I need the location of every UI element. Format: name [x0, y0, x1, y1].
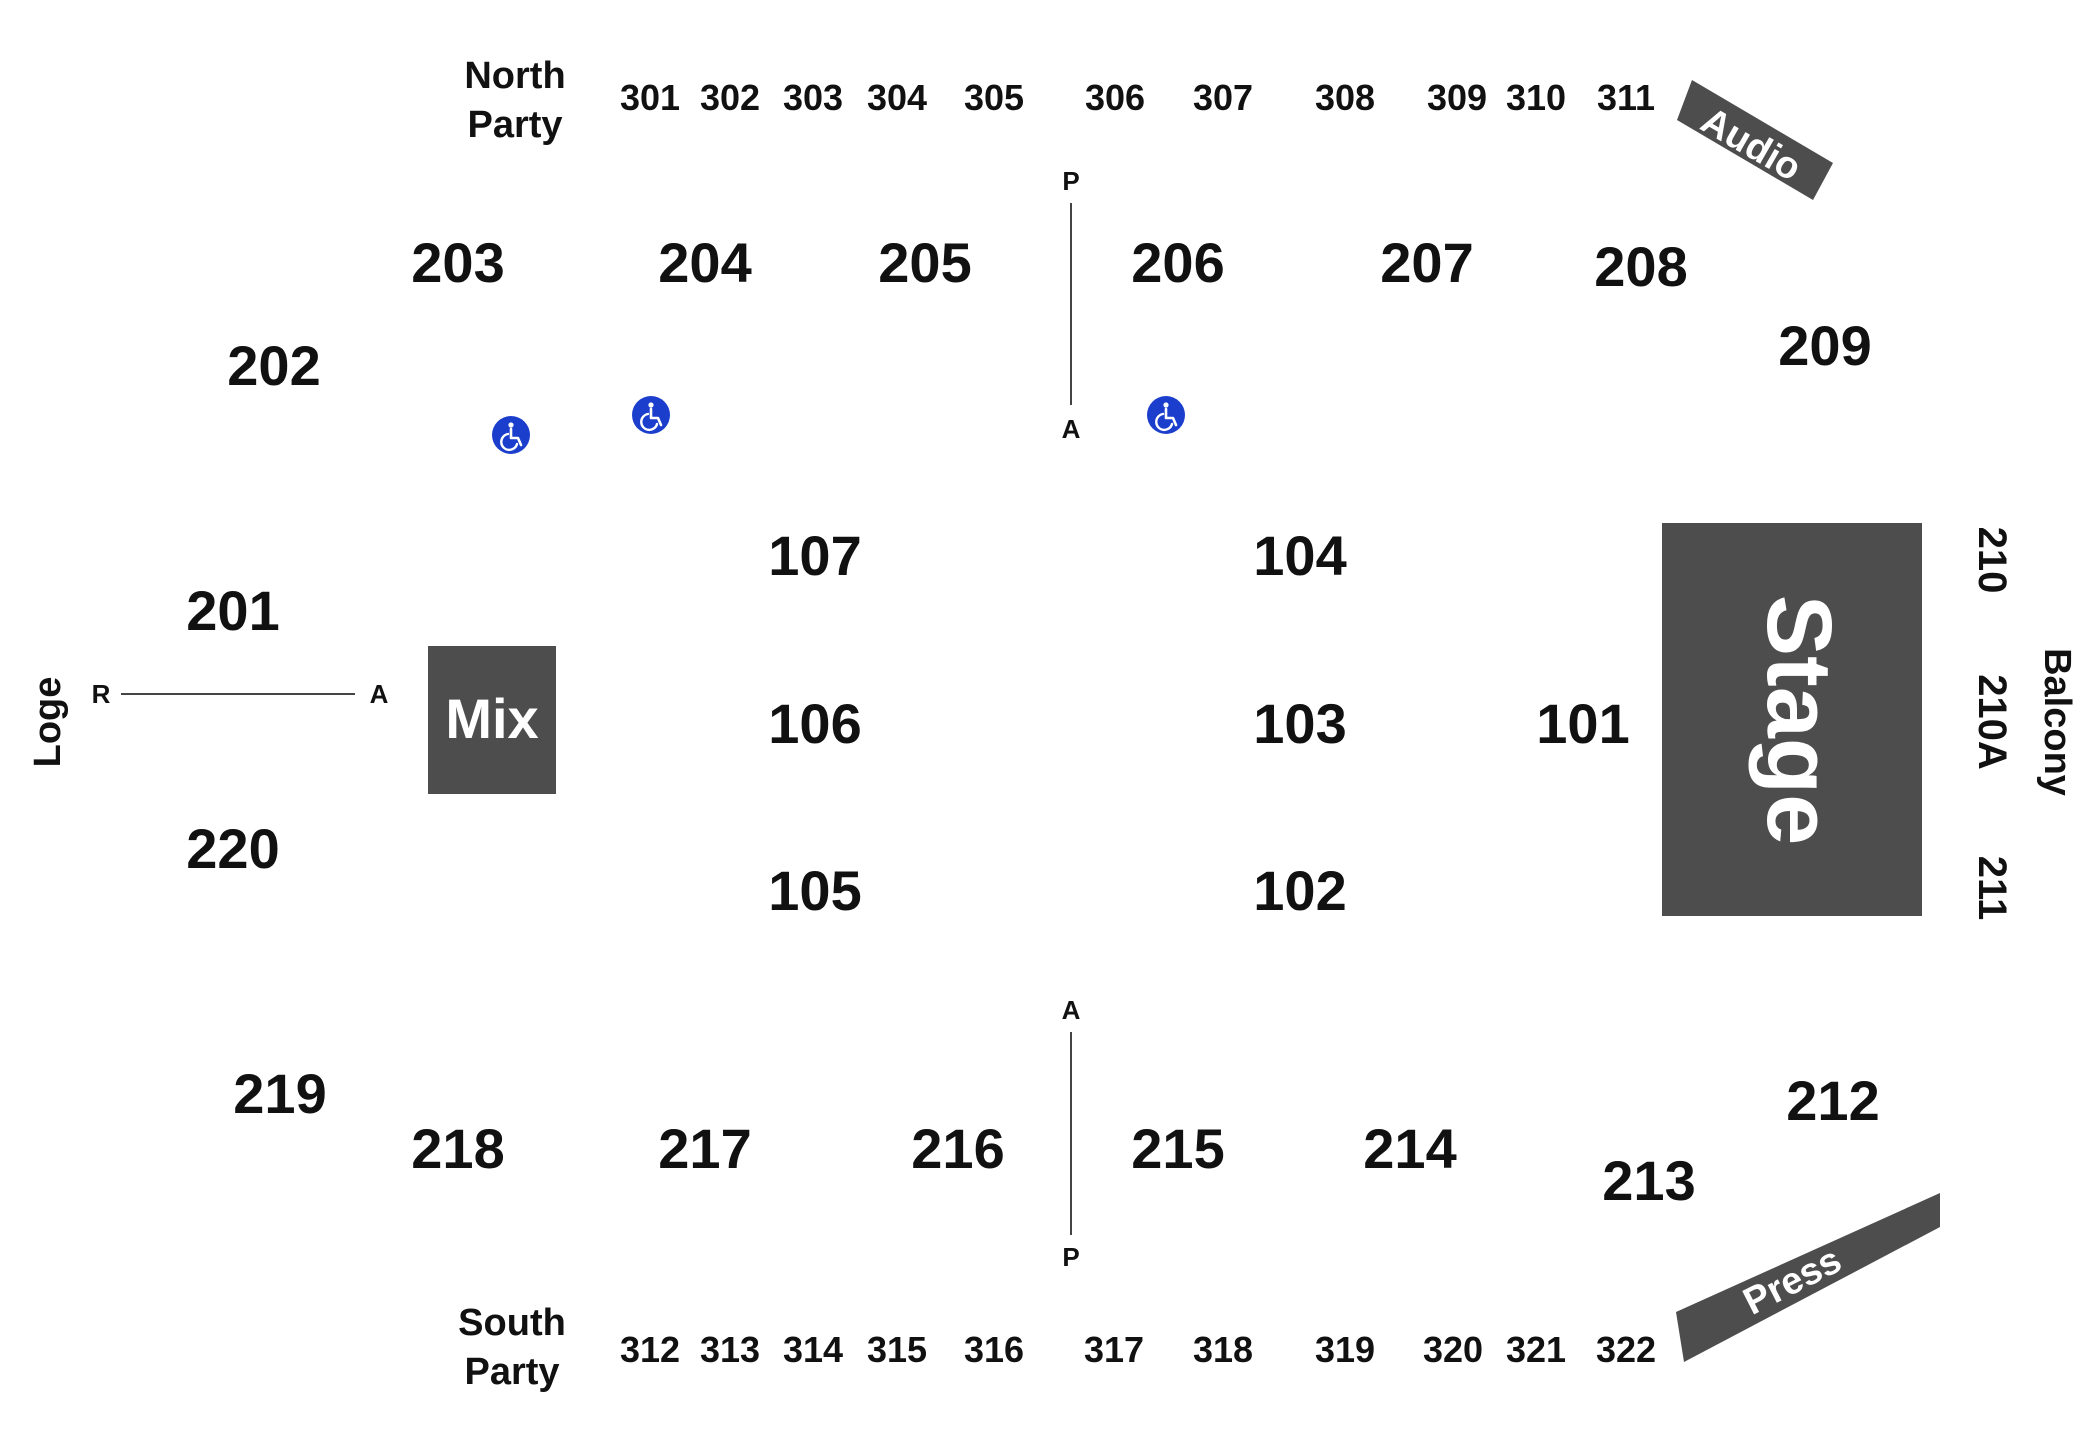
press-block [1676, 1193, 1940, 1362]
section-314[interactable]: 314 [783, 1329, 843, 1370]
stage-block [1662, 523, 1922, 916]
section-312[interactable]: 312 [620, 1329, 680, 1370]
section-207[interactable]: 207 [1380, 231, 1473, 294]
section-307[interactable]: 307 [1193, 77, 1253, 118]
south-party-label-line2: Party [464, 1351, 559, 1393]
wheelchair-icon [1147, 396, 1185, 434]
section-316[interactable]: 316 [964, 1329, 1024, 1370]
section-101[interactable]: 101 [1536, 692, 1629, 755]
loge-aisle-right-marker: A [370, 679, 389, 709]
section-203[interactable]: 203 [411, 231, 504, 294]
section-205[interactable]: 205 [878, 231, 971, 294]
south-party-label-line1: South [458, 1302, 566, 1344]
section-305[interactable]: 305 [964, 77, 1024, 118]
section-320[interactable]: 320 [1423, 1329, 1483, 1370]
section-104[interactable]: 104 [1253, 524, 1346, 587]
north-aisle-bottom-marker: A [1062, 414, 1081, 444]
section-212[interactable]: 212 [1786, 1069, 1879, 1132]
section-301[interactable]: 301 [620, 77, 680, 118]
stage: Stage [1662, 523, 1922, 916]
press-label: Press [1737, 1239, 1848, 1323]
audio-label: Audio [1694, 100, 1808, 190]
wheelchair-icon [632, 396, 670, 434]
section-321[interactable]: 321 [1506, 1329, 1566, 1370]
section-213[interactable]: 213 [1602, 1149, 1695, 1212]
section-218[interactable]: 218 [411, 1117, 504, 1180]
section-317[interactable]: 317 [1084, 1329, 1144, 1370]
balcony-label: Balcony [2036, 648, 2078, 796]
section-322[interactable]: 322 [1596, 1329, 1656, 1370]
south-300-sections: 312 313 314 315 316 317 318 319 320 321 … [620, 1329, 1656, 1370]
section-211[interactable]: 211 [1970, 856, 2014, 921]
section-313[interactable]: 313 [700, 1329, 760, 1370]
section-304[interactable]: 304 [867, 77, 927, 118]
section-318[interactable]: 318 [1193, 1329, 1253, 1370]
section-210a[interactable]: 210A [1970, 674, 2014, 770]
press-box: Press [1676, 1193, 1940, 1362]
section-210[interactable]: 210 [1970, 527, 2014, 594]
north-aisle-top-marker: P [1062, 166, 1079, 196]
section-217[interactable]: 217 [658, 1117, 751, 1180]
section-310[interactable]: 310 [1506, 77, 1566, 118]
mix-label: Mix [445, 687, 538, 750]
section-208[interactable]: 208 [1594, 235, 1687, 298]
section-202[interactable]: 202 [227, 334, 320, 397]
section-106[interactable]: 106 [768, 692, 861, 755]
section-105[interactable]: 105 [768, 859, 861, 922]
north-party-label-line1: North [464, 55, 565, 97]
section-102[interactable]: 102 [1253, 859, 1346, 922]
audio-booth: Audio [1677, 80, 1833, 200]
mix-block [428, 646, 556, 794]
section-215[interactable]: 215 [1131, 1117, 1224, 1180]
section-311[interactable]: 311 [1597, 77, 1655, 118]
section-220[interactable]: 220 [186, 817, 279, 880]
stage-label: Stage [1748, 595, 1850, 846]
section-103[interactable]: 103 [1253, 692, 1346, 755]
audio-block [1677, 80, 1833, 200]
loge-label: Loge [27, 677, 69, 768]
section-219[interactable]: 219 [233, 1062, 326, 1125]
section-308[interactable]: 308 [1315, 77, 1375, 118]
section-319[interactable]: 319 [1315, 1329, 1375, 1370]
section-107[interactable]: 107 [768, 524, 861, 587]
section-204[interactable]: 204 [658, 231, 751, 294]
south-aisle-bottom-marker: P [1062, 1242, 1079, 1272]
section-206[interactable]: 206 [1131, 231, 1224, 294]
section-302[interactable]: 302 [700, 77, 760, 118]
wheelchair-icon [492, 416, 530, 454]
loge-aisle-left-marker: R [92, 679, 111, 709]
north-300-sections: 301 302 303 304 305 306 307 308 309 310 … [620, 77, 1655, 118]
section-209[interactable]: 209 [1778, 314, 1871, 377]
section-216[interactable]: 216 [911, 1117, 1004, 1180]
north-party-label-line2: Party [467, 104, 562, 146]
south-aisle-top-marker: A [1062, 995, 1081, 1025]
mix-position: Mix [428, 646, 556, 794]
section-306[interactable]: 306 [1085, 77, 1145, 118]
section-303[interactable]: 303 [783, 77, 843, 118]
section-201[interactable]: 201 [186, 579, 279, 642]
section-309[interactable]: 309 [1427, 77, 1487, 118]
section-214[interactable]: 214 [1363, 1117, 1456, 1180]
section-315[interactable]: 315 [867, 1329, 927, 1370]
